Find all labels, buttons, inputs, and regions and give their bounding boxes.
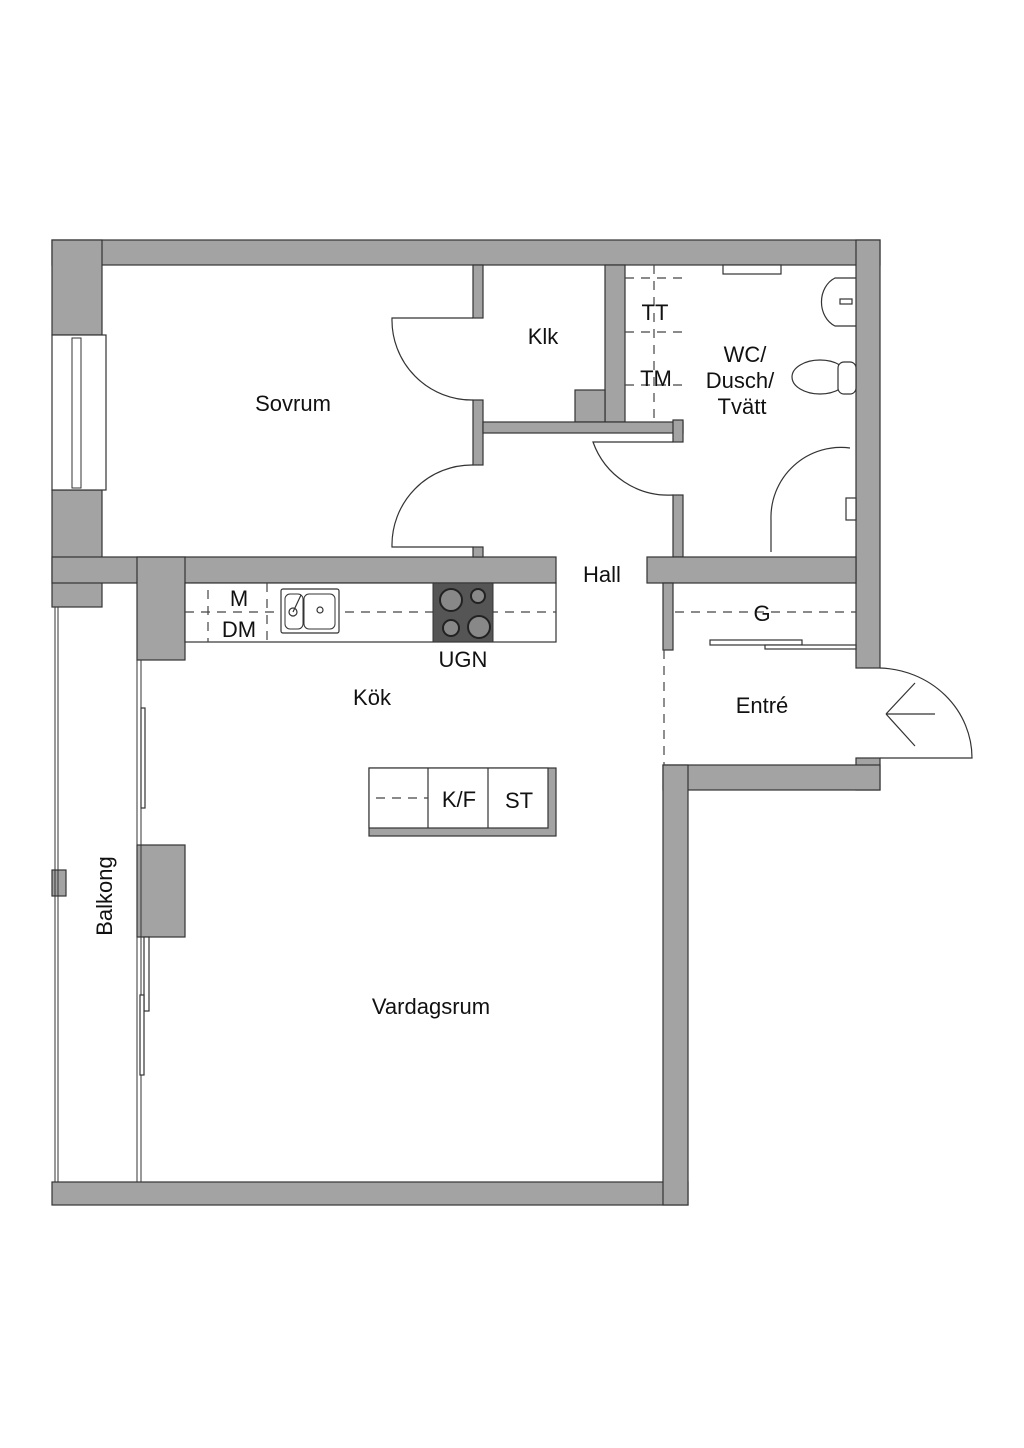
kitchen-counter: M DM (184, 582, 557, 643)
toilet-icon (791, 359, 857, 395)
door-klk[interactable] (391, 317, 474, 401)
label-balkong: Balkong (92, 856, 117, 936)
label-wc-1: WC/ (724, 342, 768, 367)
label-hall: Hall (583, 562, 621, 587)
bathroom-window (722, 264, 782, 275)
balcony-door[interactable] (143, 936, 150, 1012)
door-sovrum[interactable] (391, 464, 474, 548)
shower-icon (770, 446, 857, 552)
label-st: ST (505, 788, 533, 813)
entrance-arrow-icon (885, 682, 935, 747)
label-klk: Klk (528, 324, 560, 349)
closet-tt-tm: TT TM (625, 265, 683, 420)
label-sovrum: Sovrum (255, 391, 331, 416)
label-tt: TT (642, 300, 669, 325)
stove-icon (432, 582, 494, 643)
label-wc-2: Dusch/ (706, 368, 775, 393)
closet-g: G (663, 601, 857, 765)
label-g: G (753, 601, 770, 626)
label-dm: DM (222, 617, 256, 642)
walls (51, 239, 881, 1206)
label-m: M (230, 586, 248, 611)
label-kok: Kök (353, 685, 392, 710)
door-wc[interactable] (592, 441, 674, 496)
balcony-door[interactable] (140, 707, 146, 809)
door-entrance[interactable] (879, 667, 973, 759)
sink-icon (820, 277, 856, 327)
label-vardagsrum: Vardagsrum (372, 994, 490, 1019)
kitchen-sink-icon (280, 588, 340, 634)
kitchen-island: K/F ST (368, 767, 557, 837)
label-wc-3: Tvätt (718, 394, 767, 419)
label-kf: K/F (442, 787, 476, 812)
label-entre: Entré (736, 693, 789, 718)
balcony: Balkong (54, 607, 150, 1182)
window (51, 334, 107, 491)
label-tm: TM (640, 366, 672, 391)
label-ugn: UGN (439, 647, 488, 672)
